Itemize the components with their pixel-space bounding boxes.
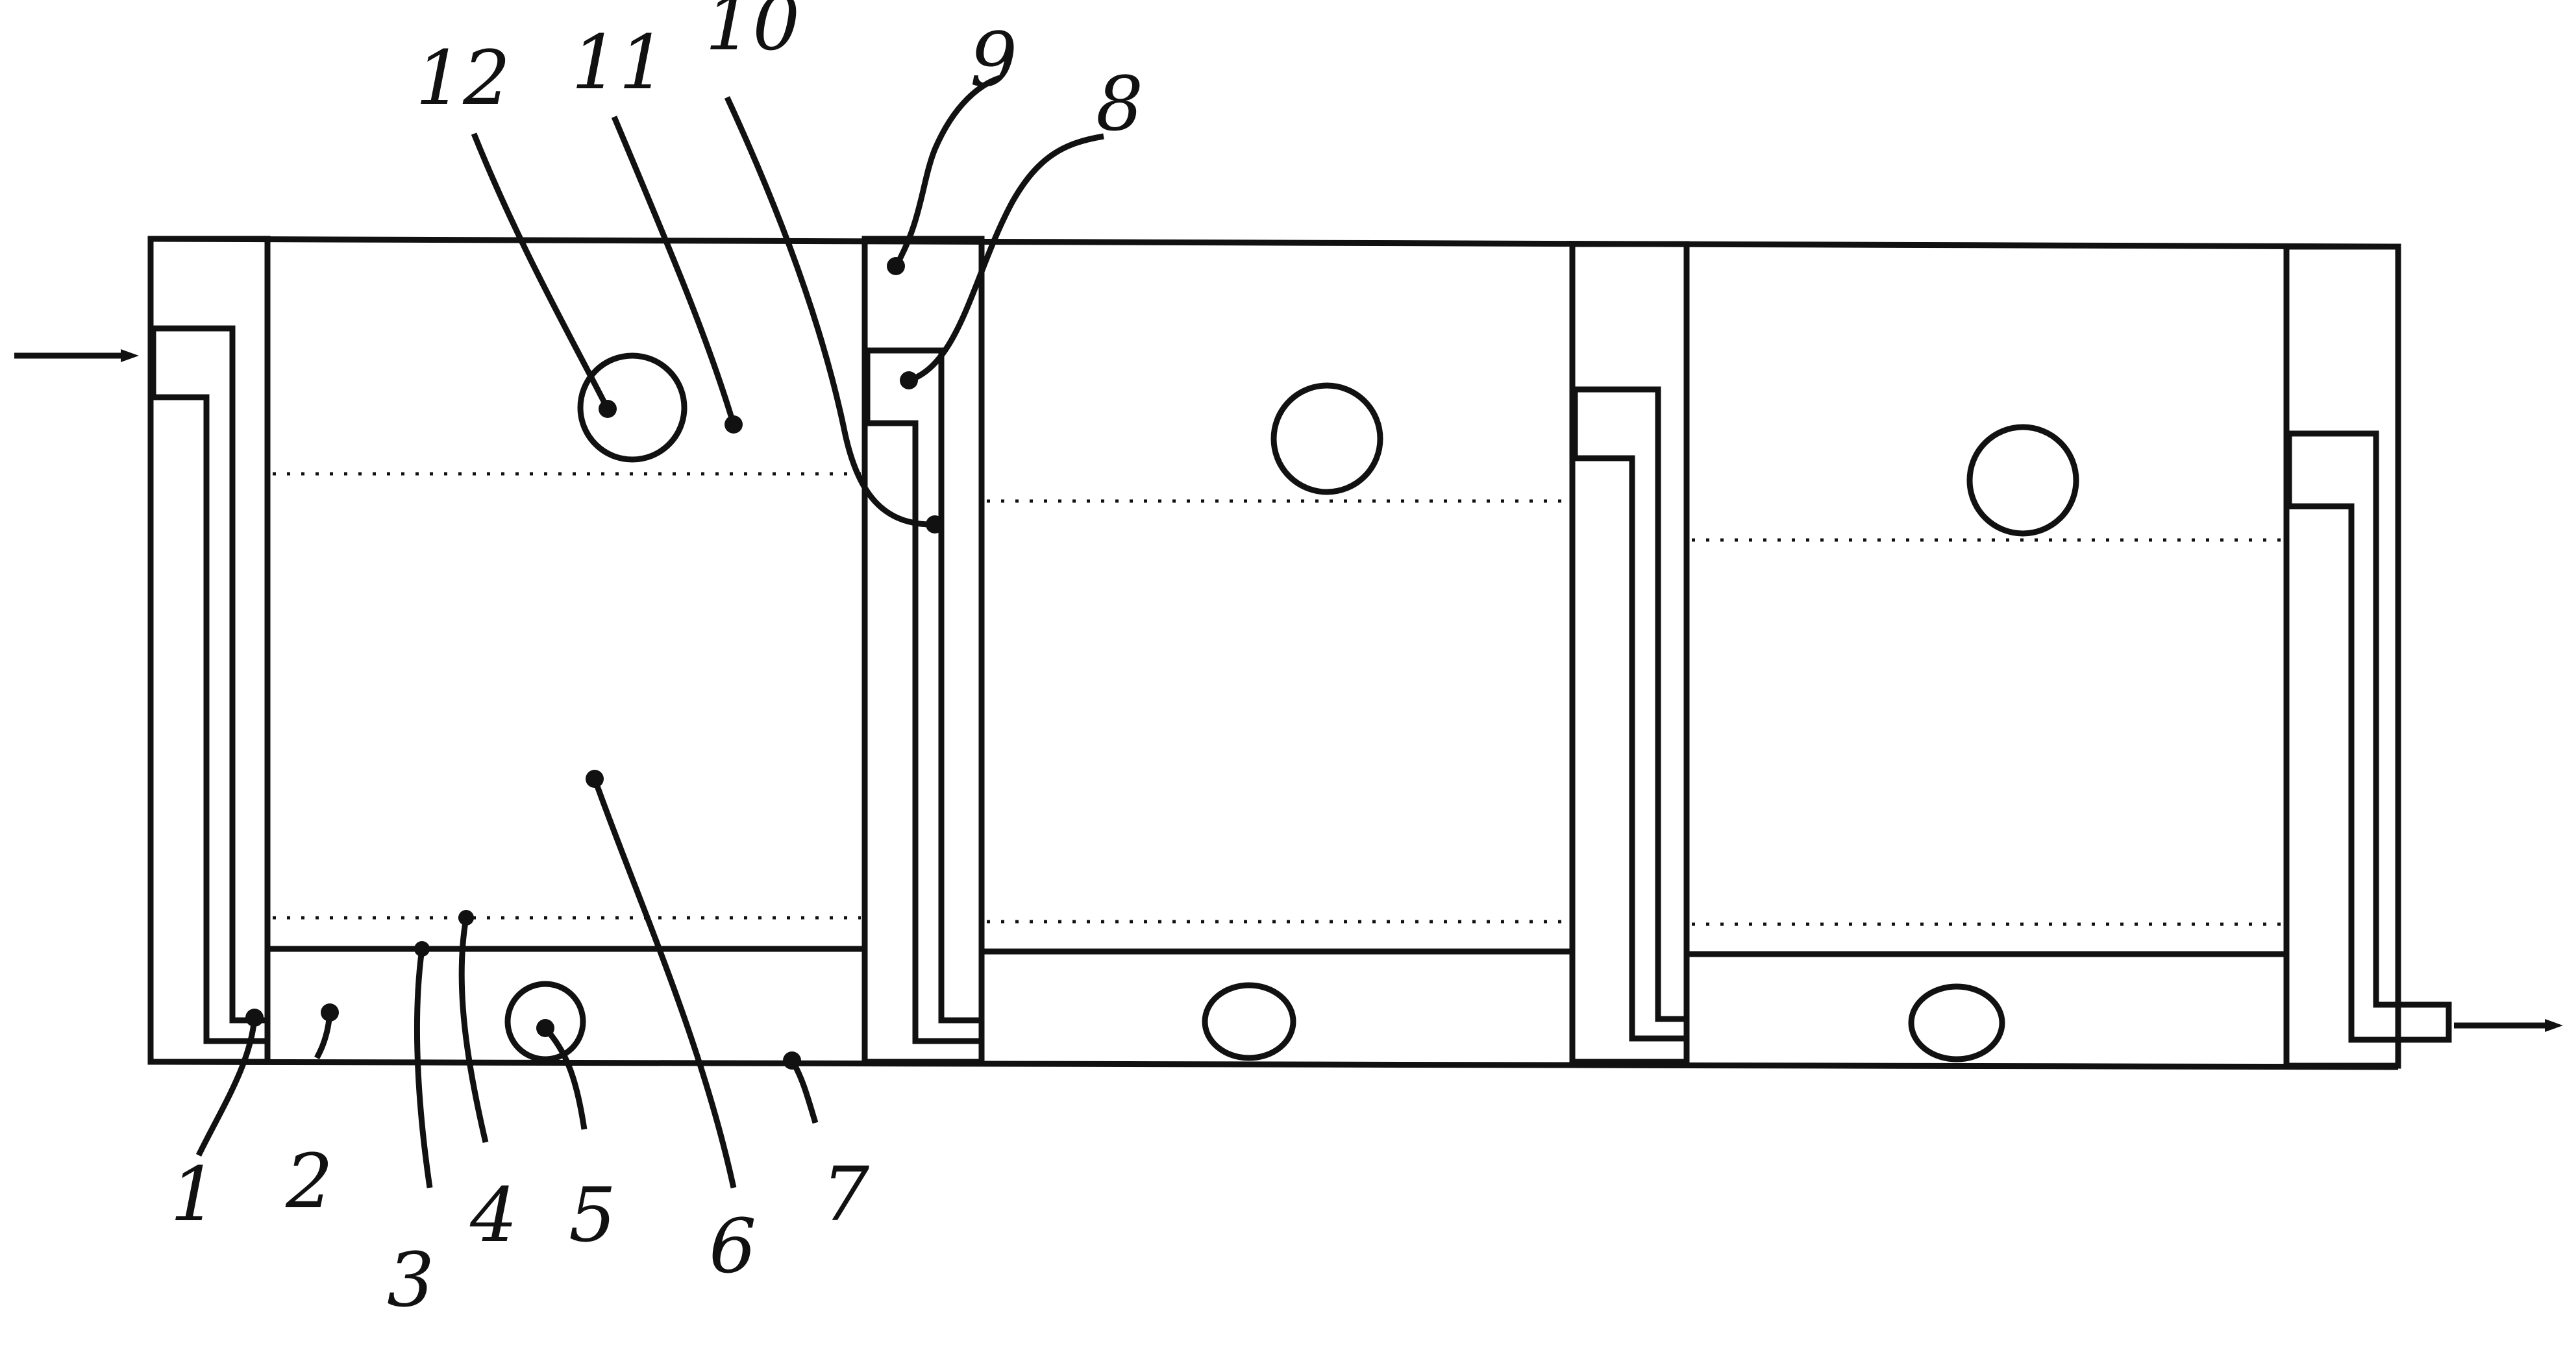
- leader-1: [195, 1017, 258, 1157]
- leader-7: [789, 1059, 819, 1124]
- label-9: 9: [970, 17, 1017, 104]
- leader-10: [724, 96, 935, 528]
- upper-port-2: [1270, 382, 1383, 495]
- label-10: 10: [705, 0, 800, 68]
- leader-9: [893, 75, 1001, 268]
- wall-divider-1: [861, 236, 985, 1065]
- lower-port-2: [1202, 982, 1296, 1061]
- upper-port-1: [577, 352, 687, 463]
- label-11: 11: [571, 19, 666, 106]
- label-2: 2: [285, 1138, 333, 1225]
- leader-6: [591, 778, 737, 1188]
- label-8: 8: [1096, 61, 1143, 148]
- label-3: 3: [387, 1237, 434, 1324]
- leader-5: [543, 1026, 588, 1130]
- leader-8: [908, 133, 1104, 384]
- wall-blocks: [147, 236, 2401, 1069]
- ports: [504, 352, 2079, 1062]
- flow-arrows: [14, 349, 2563, 1032]
- wall-right: [2283, 243, 2401, 1069]
- label-7: 7: [822, 1151, 869, 1238]
- lower-port-1: [504, 981, 586, 1062]
- outlet-arrowhead: [2545, 1019, 2563, 1032]
- label-6: 6: [709, 1203, 756, 1290]
- leader-4: [458, 917, 489, 1144]
- inlet-arrowhead: [121, 349, 139, 362]
- label-12: 12: [415, 35, 510, 122]
- channel-divider-2: [1572, 386, 1690, 1042]
- vessel-outline: [147, 236, 2401, 1070]
- bottom-plates: [267, 916, 2286, 957]
- leader-12: [471, 132, 611, 411]
- label-1: 1: [170, 1151, 217, 1238]
- leader-3: [414, 948, 433, 1188]
- callout-labels: 1 2 3 4 5 6 7 8 9 10 11 12: [170, 0, 1143, 1324]
- leader-lines: [195, 75, 1104, 1188]
- channels: [150, 325, 2452, 1044]
- channel-right: [2286, 430, 2452, 1043]
- label-4: 4: [469, 1172, 517, 1259]
- lower-port-3: [1908, 983, 2005, 1062]
- liquid-levels: [273, 472, 2283, 542]
- channel-left: [150, 325, 271, 1044]
- channel-divider-1: [864, 347, 985, 1044]
- label-5: 5: [569, 1172, 616, 1259]
- leader-11: [611, 116, 737, 426]
- upper-port-3: [1966, 424, 2079, 537]
